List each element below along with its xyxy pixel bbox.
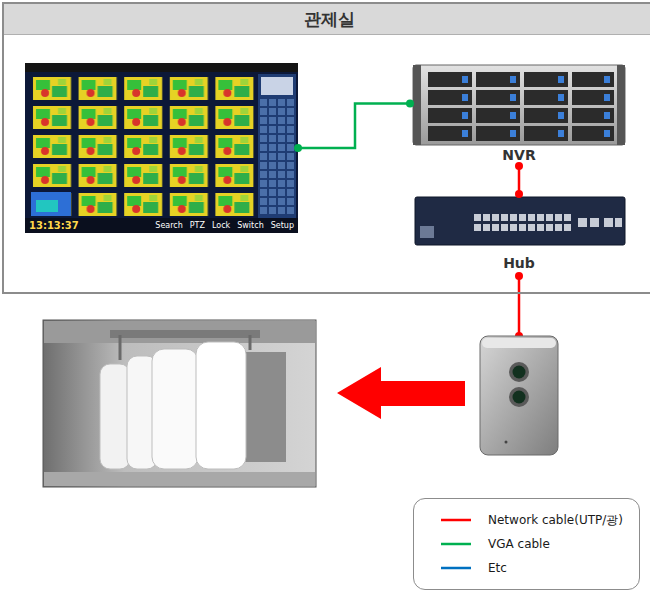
photo-radiator	[100, 364, 130, 469]
device-node: Hub	[410, 194, 628, 274]
camera-thumbnails	[29, 73, 258, 218]
photo-radiator	[152, 349, 198, 469]
legend-line-sample	[440, 515, 472, 525]
nvr-chassis	[413, 65, 625, 145]
photo-ceiling	[44, 321, 315, 343]
thermal-camera	[480, 336, 558, 455]
nvr-ear	[413, 65, 421, 145]
hub-device	[415, 197, 625, 245]
hub-console	[420, 226, 434, 238]
channel-preview	[261, 77, 293, 95]
nvr-device	[413, 65, 625, 145]
room-title: 관제실	[4, 4, 650, 35]
cable-line	[518, 276, 521, 336]
photo-pipe	[249, 335, 252, 350]
screen-frame	[25, 63, 298, 233]
thermal-thumbnail	[31, 192, 71, 216]
camera-screw	[505, 441, 508, 444]
legend-label: Network cable(UTP/광)	[488, 512, 623, 529]
monitor-node: 13:13:37 Search PTZ Lock Switch Setup	[25, 63, 298, 233]
legend-line-sample	[440, 539, 472, 549]
photo-beam	[110, 330, 260, 338]
photo-frame	[43, 320, 316, 487]
photo-floor	[44, 472, 315, 486]
monitor-toolbar: 13:13:37 Search PTZ Lock Switch Setup	[25, 218, 298, 233]
camera-lens	[513, 391, 526, 404]
substation-photo	[43, 320, 316, 487]
camera-lens	[513, 366, 526, 379]
bay-leds	[462, 76, 610, 137]
toolbar-button: Switch	[237, 221, 263, 230]
photo-radiator	[196, 342, 246, 469]
cable-connector	[515, 162, 523, 198]
cable-end-dot	[515, 272, 523, 280]
nvr-ear	[617, 65, 625, 145]
legend-entry: VGA cable	[440, 532, 639, 556]
legend-line-sample	[440, 563, 472, 573]
camera-lens-ring	[509, 362, 529, 382]
toolbar-button: PTZ	[190, 221, 205, 230]
view-arrow	[337, 367, 465, 419]
legend-box: Network cable(UTP/광) VGA cableEtc	[413, 498, 640, 590]
toolbar-button: Setup	[271, 221, 294, 230]
monitor-screen	[25, 63, 298, 233]
legend-label: Etc	[488, 561, 507, 575]
hub-ports	[474, 214, 622, 231]
cable-end-dot	[406, 100, 414, 108]
toolbar-button: Lock	[212, 221, 230, 230]
cable-end-dot	[515, 162, 523, 170]
screen-header	[25, 63, 298, 72]
drive-bays	[428, 72, 614, 141]
hub-chassis	[415, 197, 625, 245]
legend-entry: Network cable(UTP/광)	[440, 508, 639, 532]
channel-panel	[258, 74, 296, 218]
device-node: NVR	[410, 62, 628, 166]
device-label: NVR	[502, 146, 535, 166]
toolbar-button: Search	[155, 221, 182, 230]
legend-line	[441, 543, 471, 546]
photo-pipe	[119, 335, 122, 360]
cable-end-dot	[294, 144, 302, 152]
cable-line	[298, 104, 410, 148]
cable-line	[518, 166, 521, 194]
camera-top	[482, 338, 556, 348]
legend-line	[441, 567, 471, 570]
camera-housing	[480, 336, 558, 455]
camera-lens-ring	[509, 387, 529, 407]
legend-entry: Etc	[440, 556, 639, 580]
legend-line	[441, 519, 471, 522]
legend-label: VGA cable	[488, 537, 550, 551]
clock-readout: 13:13:37	[29, 220, 79, 231]
cable-end-dot	[515, 190, 523, 198]
channel-grid	[259, 98, 295, 216]
thermal-spot	[36, 200, 58, 212]
control-room-box: 관제실 13:13:37 Search PTZ Lock Switch Setup NVR Hu…	[2, 2, 650, 294]
cable-connector	[294, 100, 414, 152]
device-label: Hub	[503, 254, 535, 274]
network-cable	[515, 272, 523, 340]
